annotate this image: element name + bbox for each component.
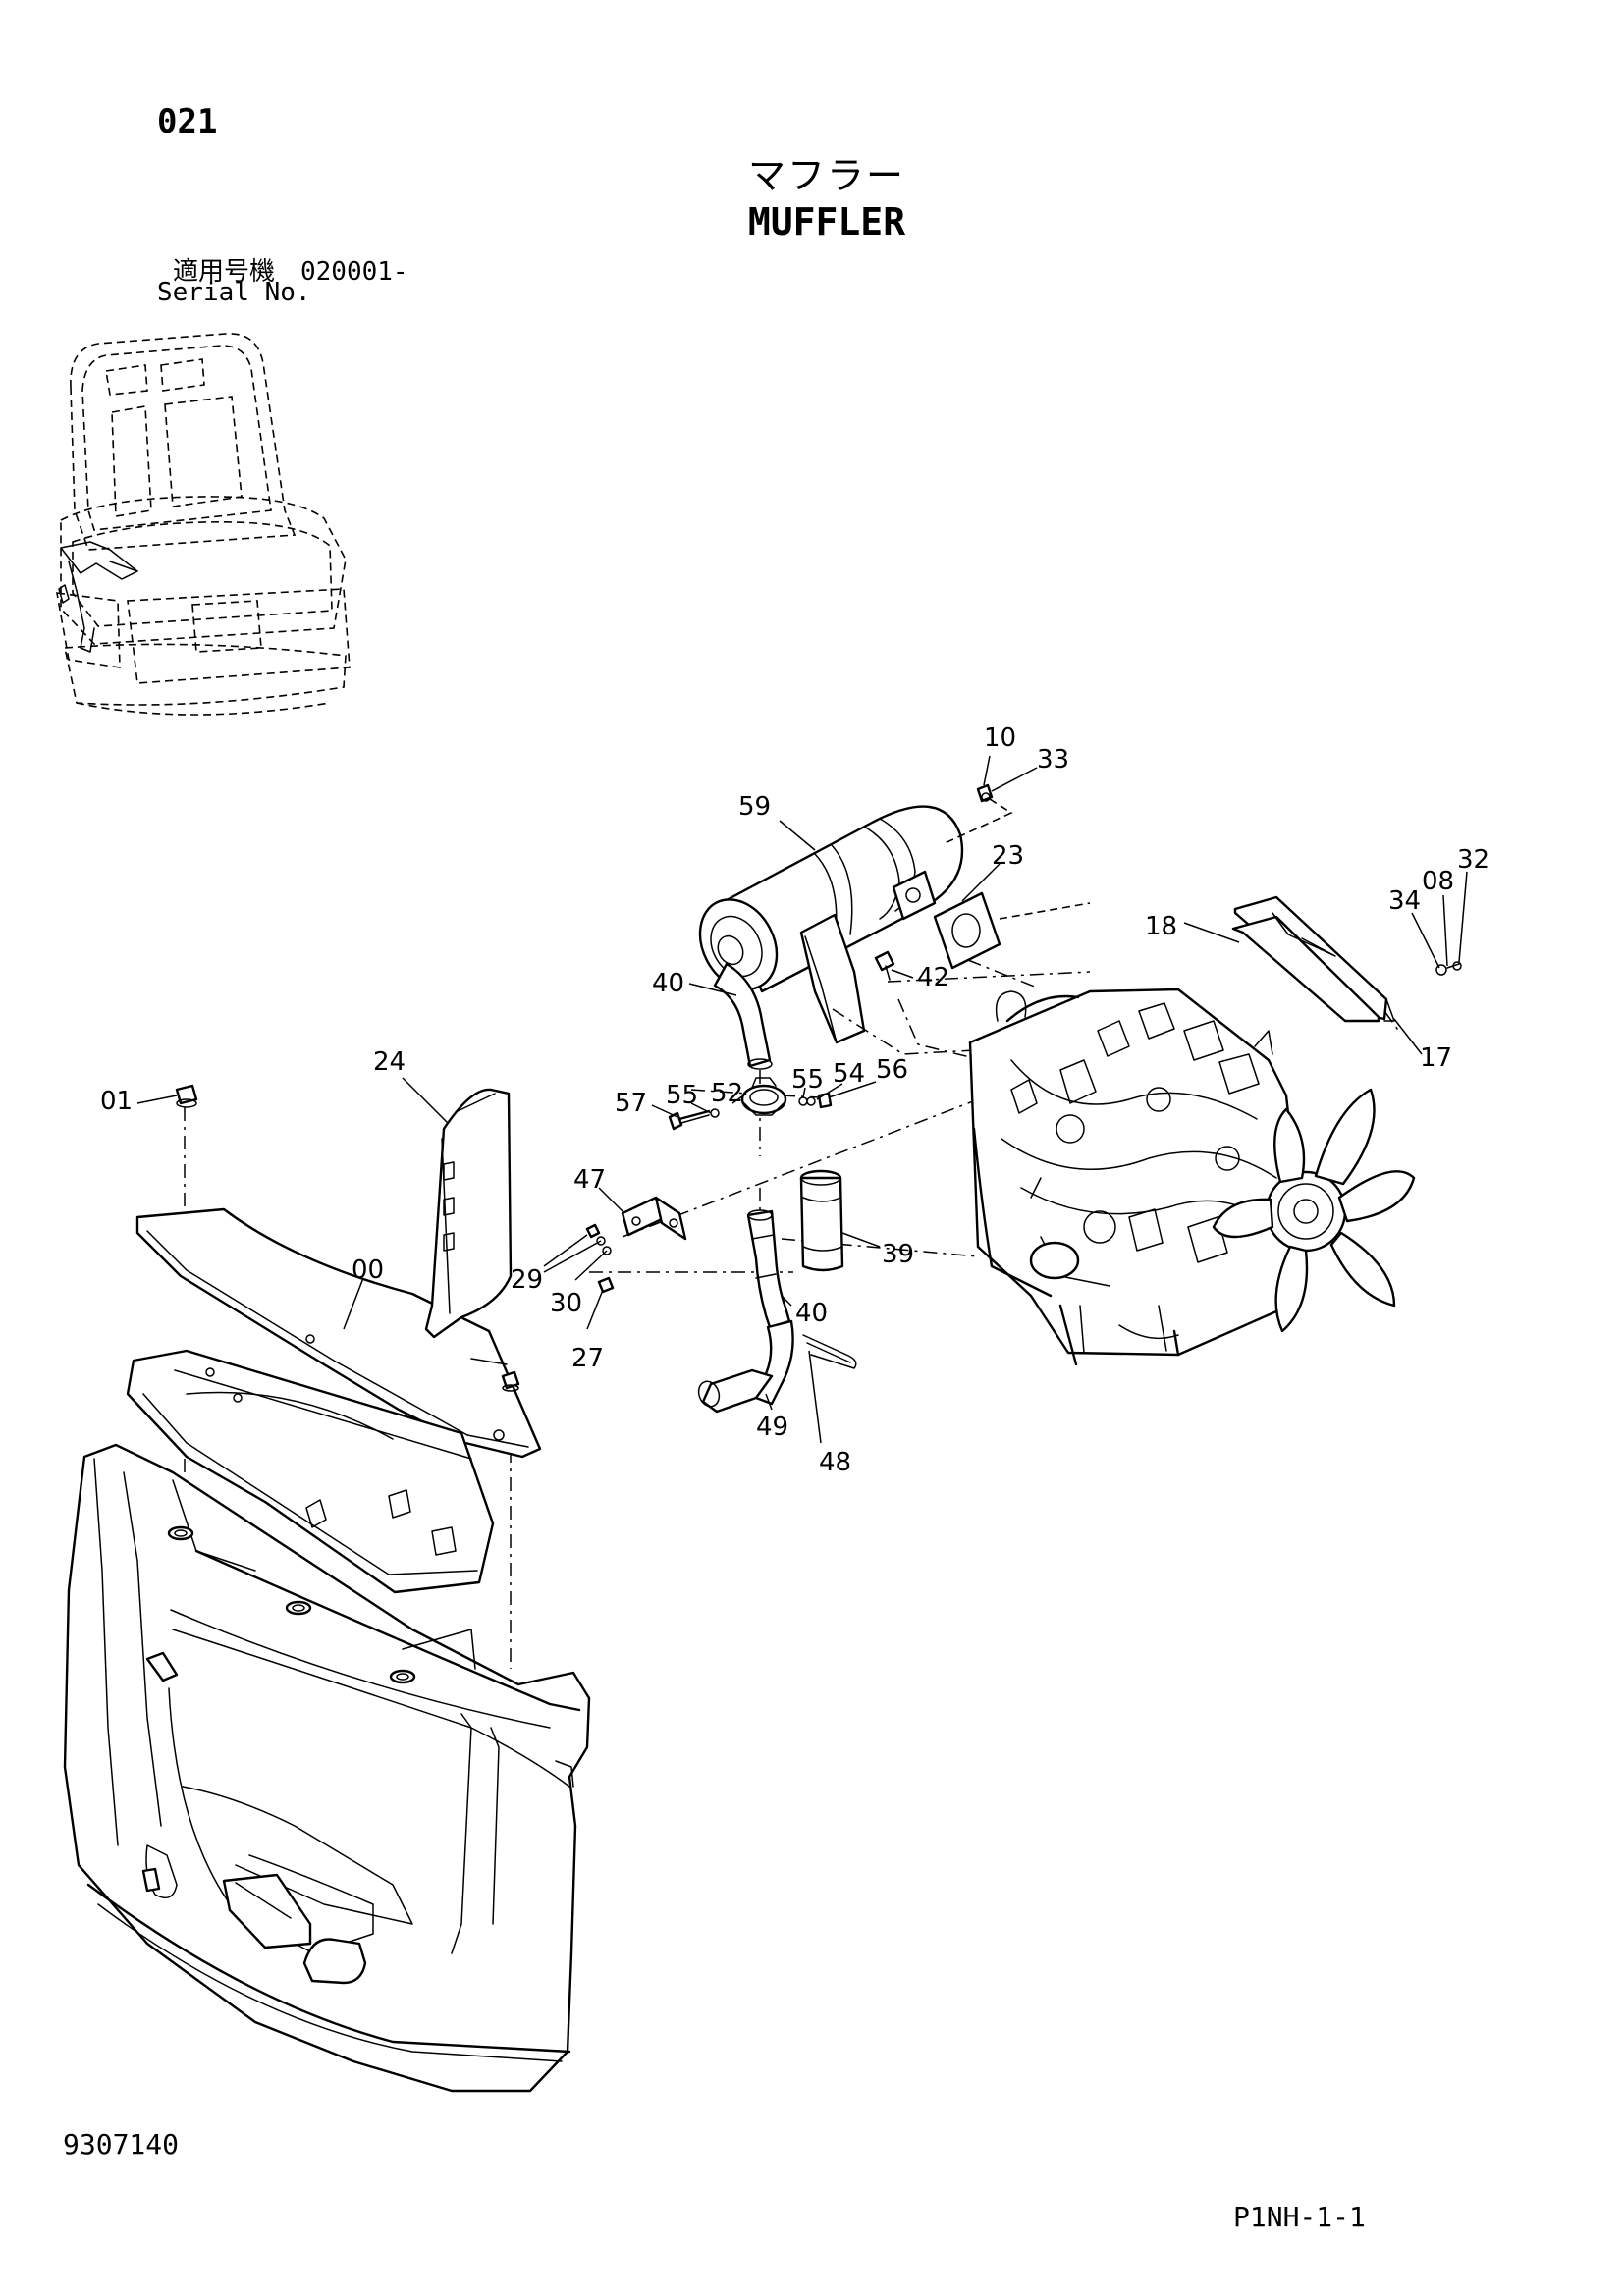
- callout-39: 39: [882, 1240, 914, 1269]
- bolt-10: [942, 783, 1013, 845]
- callout-40-upper: 40: [652, 969, 684, 998]
- callout-42: 42: [917, 963, 949, 992]
- callout-47: 47: [573, 1165, 606, 1195]
- callout-33: 33: [1037, 745, 1069, 774]
- engine-fan: [1212, 1088, 1416, 1333]
- callout-55-left: 55: [666, 1081, 698, 1110]
- sheet-id: P1NH-1-1: [1233, 2201, 1366, 2233]
- callout-54: 54: [833, 1059, 865, 1089]
- tail-pipe-40-lower: [746, 1209, 791, 1329]
- callout-01: 01: [100, 1087, 133, 1116]
- heat-shield-18: [1231, 895, 1462, 1023]
- clamp-52: [740, 1077, 787, 1116]
- bolt-57: [668, 1108, 720, 1131]
- callout-48: 48: [819, 1448, 851, 1477]
- callout-17: 17: [1420, 1043, 1452, 1073]
- callout-27: 27: [571, 1344, 604, 1373]
- u-bolt-48: [802, 1334, 857, 1369]
- callout-32: 32: [1457, 845, 1489, 875]
- callout-56: 56: [876, 1055, 908, 1085]
- callout-49: 49: [756, 1413, 788, 1442]
- callout-52: 52: [711, 1079, 743, 1108]
- callout-57: 57: [615, 1089, 647, 1118]
- callout-29: 29: [511, 1265, 543, 1295]
- callout-55-right: 55: [791, 1065, 824, 1095]
- title-japanese: マフラー: [747, 154, 905, 197]
- title-english: MUFFLER: [747, 200, 906, 243]
- bolt-42: [874, 950, 895, 981]
- serial-label-english: Serial No.: [157, 278, 311, 307]
- counterweight: [63, 1443, 591, 2093]
- under-tray: [126, 1349, 495, 1594]
- muffler: [698, 805, 964, 1070]
- callout-08: 08: [1422, 867, 1454, 896]
- callout-30: 30: [550, 1289, 582, 1318]
- bolt-01: [175, 1084, 198, 1108]
- tail-pipe-49: [697, 1319, 794, 1414]
- callout-59: 59: [738, 792, 771, 822]
- engine: [968, 988, 1304, 1366]
- callout-leaders: [136, 755, 1468, 1444]
- callout-24: 24: [373, 1047, 406, 1077]
- callout-34: 34: [1388, 886, 1421, 916]
- callout-40-lower: 40: [795, 1299, 828, 1328]
- side-cover-24: [424, 1088, 513, 1339]
- page-number: 021: [157, 102, 218, 141]
- callout-23: 23: [992, 841, 1024, 871]
- gasket-23: [933, 891, 1091, 970]
- serial-label-japanese: 適用号機 020001-: [173, 257, 408, 287]
- machine-locator-inset: [56, 333, 351, 716]
- bracket-47: [585, 1196, 687, 1294]
- callout-labels: 10 33 59 23 32 08 34 18 42 40 17 24 01 5…: [100, 723, 1489, 1477]
- sleeve-pipe-39: [799, 1169, 844, 1272]
- callout-18: 18: [1145, 912, 1177, 941]
- bolt-counterweight: [501, 1370, 520, 1392]
- callout-00: 00: [352, 1255, 384, 1285]
- callout-10: 10: [984, 723, 1016, 753]
- document-number: 9307140: [63, 2128, 180, 2161]
